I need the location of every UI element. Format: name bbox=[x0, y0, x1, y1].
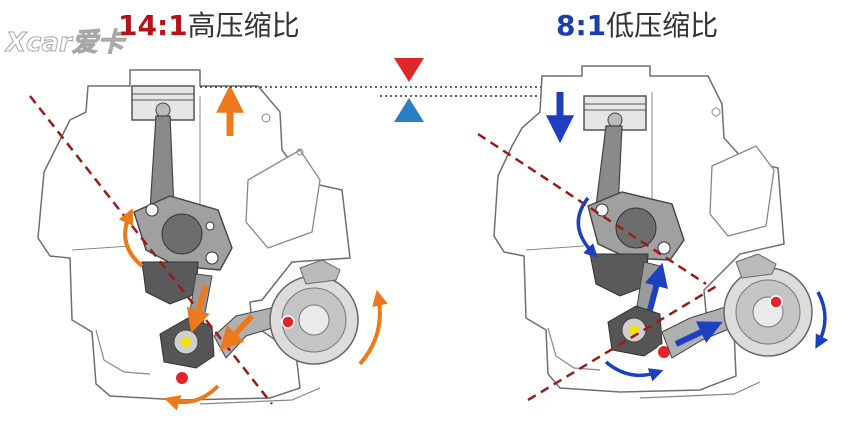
right-title: 8:1低压缩比 bbox=[556, 4, 718, 44]
right-motor-rotation-arrow bbox=[815, 291, 829, 349]
right-arm-pull-arrow bbox=[674, 321, 723, 347]
left-multi-link-lever bbox=[133, 195, 233, 271]
left-crank-counterweight bbox=[141, 261, 199, 305]
left-lever-rotation-arrow bbox=[118, 208, 144, 268]
left-actuator-motor bbox=[269, 259, 359, 365]
xcar-watermark-logo: Xcar爱卡 bbox=[6, 28, 125, 59]
left-shaft-rotation-arrow bbox=[163, 384, 220, 411]
right-actuator-motor bbox=[723, 253, 813, 357]
left-motor-rotation-arrow bbox=[358, 289, 388, 366]
left-ratio-desc: 高压缩比 bbox=[187, 9, 300, 42]
right-crank-counterweight bbox=[589, 253, 649, 297]
right-ratio-desc: 低压缩比 bbox=[606, 9, 719, 42]
left-title: 14:1高压缩比 bbox=[118, 4, 300, 44]
right-multi-link-lever bbox=[587, 191, 685, 261]
right-shaft-rotation-arrow bbox=[604, 360, 664, 382]
right-ratio-label: 8:1 bbox=[556, 9, 607, 42]
right-link-pull-arrow bbox=[644, 262, 668, 311]
left-tilt-axis-dashed-line bbox=[29, 95, 273, 405]
triangle-up-blue-icon bbox=[394, 98, 424, 122]
left-piston bbox=[131, 85, 195, 121]
right-lever-rotation-arrow bbox=[576, 196, 598, 258]
left-arm-push-arrow bbox=[219, 313, 255, 352]
right-piston bbox=[583, 95, 647, 131]
triangle-down-red-icon bbox=[394, 58, 424, 82]
left-ratio-label: 14:1 bbox=[118, 9, 188, 42]
right-tilt-axis-dashed-line bbox=[477, 132, 707, 286]
right-shaft-dashed-line bbox=[527, 282, 721, 402]
left-link-push-arrow bbox=[186, 285, 210, 334]
